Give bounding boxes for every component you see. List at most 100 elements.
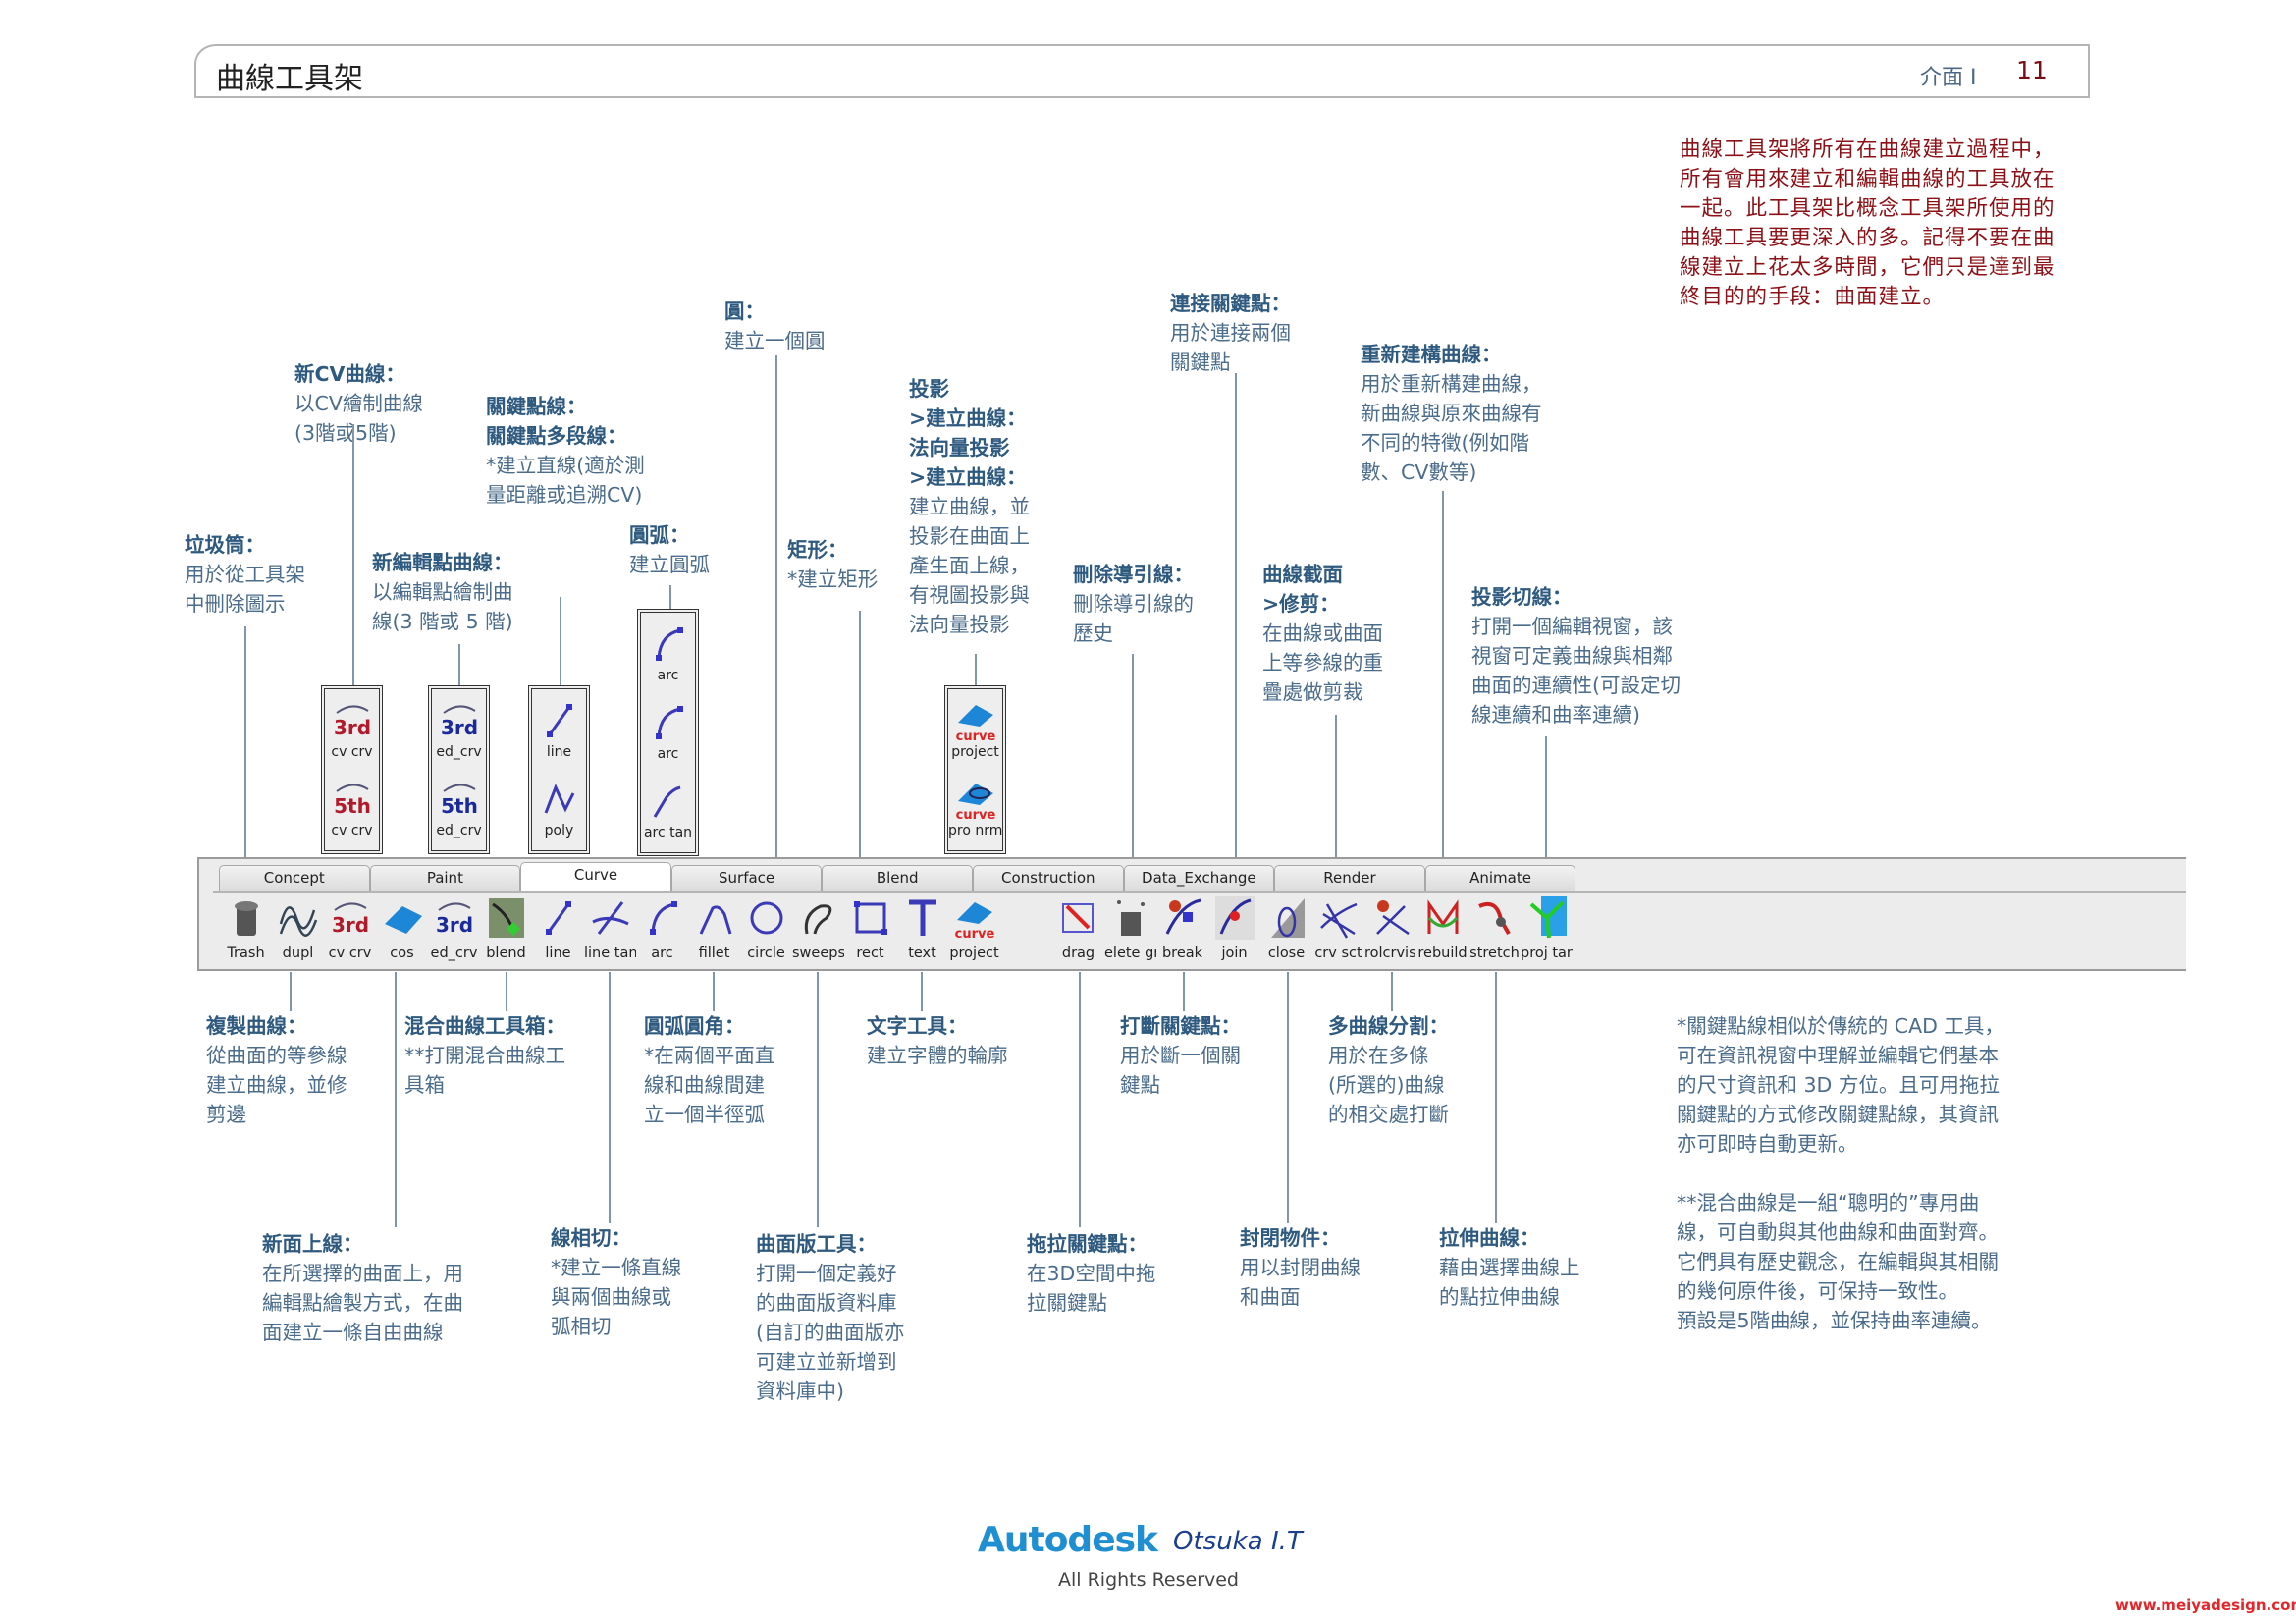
leader-line (1442, 491, 1444, 901)
tool-rebuild[interactable]: rebuild (1416, 894, 1468, 961)
ed-3rd-icon: 3rd (440, 705, 478, 739)
tab-blend[interactable]: Blend (822, 865, 973, 891)
tool-elete-gr[interactable]: elete gr (1104, 894, 1156, 961)
tool-break[interactable]: break (1156, 894, 1208, 961)
annotation-heading: 多曲線分割： (1328, 1014, 1449, 1038)
tool-line-tan[interactable]: line tan (584, 894, 636, 961)
tool-join[interactable]: join (1208, 894, 1260, 961)
tool-blend[interactable]: blend (480, 894, 532, 961)
tool-circle[interactable]: circle (740, 894, 792, 961)
leader-line (1335, 715, 1337, 908)
leader-line (1495, 972, 1497, 1223)
tool-label: arc (651, 946, 673, 961)
annotation-crvsect: 曲線截面 >修剪： 在曲線或曲面 上等參線的重 疊處做剪裁 (1262, 560, 1383, 707)
tool-drag[interactable]: drag (1052, 894, 1104, 961)
leader-line (1079, 972, 1081, 1227)
edit-point-curve-icon: 3rd (435, 902, 473, 937)
page-title: 曲線工具架 (216, 62, 363, 96)
annotation-keypt: 關鍵點線： 關鍵點多段線：*建立直線(適於測 量距離或追溯CV) (486, 392, 645, 510)
tool-proj-tan[interactable]: proj tan (1521, 894, 1573, 961)
annotation-close: 封閉物件：用以封閉曲線 和曲面 (1240, 1223, 1361, 1312)
tool-label: dupl (282, 946, 314, 961)
tool-label: line (545, 946, 571, 961)
annotation-linetan: 線相切：*建立一條直線 與兩個曲線或 弧相切 (551, 1223, 681, 1341)
annotation-body: 打開一個定義好 的曲面版資料庫 (自訂的曲面版亦 可建立並新增到 資料庫中) (756, 1262, 905, 1403)
tool-cos[interactable]: cos (376, 894, 428, 961)
annotation-heading: 曲面版工具： (756, 1232, 877, 1256)
tool-label: break (1161, 946, 1203, 961)
tool-text[interactable]: text (896, 894, 948, 961)
tool-ed-crv[interactable]: 3rd ed_crv (428, 894, 480, 961)
tool-label: ed_crv (430, 946, 478, 961)
arc-icon (649, 901, 677, 935)
tab-animate[interactable]: Animate (1424, 865, 1576, 891)
leader-line (713, 972, 715, 1011)
tool-rect[interactable]: rect (844, 894, 896, 961)
tab-surface[interactable]: Surface (670, 865, 823, 891)
annotation-heading: 垃圾筒： (185, 533, 265, 557)
tool-label: line tan (584, 946, 636, 961)
tab-concept[interactable]: Concept (219, 865, 370, 891)
svg-text:5th: 5th (334, 794, 371, 818)
annotation-body: 建立一個圓 (724, 329, 826, 352)
website-url[interactable]: www.meiyadesign.com (2115, 1596, 2296, 1614)
palette-item-label: cv crv (331, 744, 373, 760)
palette-item-line[interactable]: line (532, 697, 586, 772)
annotation-circle: 圓：建立一個圓 (724, 297, 826, 355)
annotation-project: 投影 >建立曲線： 法向量投影 >建立曲線：建立曲線，並 投影在曲面上 產生面上… (909, 374, 1030, 639)
annotation-body: 用於從工具架 中刪除圖示 (185, 563, 305, 616)
tab-divider (213, 891, 2186, 893)
annotation-heading: 線相切： (551, 1226, 631, 1250)
tool-rolcrvise[interactable]: rolcrvise (1364, 894, 1416, 961)
leader-line (1545, 736, 1547, 901)
tool-label: text (908, 946, 936, 961)
tab-curve[interactable]: Curve (520, 862, 671, 892)
annotation-body: 建立字體的輪廓 (867, 1044, 1008, 1067)
rebuild-icon (1427, 899, 1458, 934)
tab-construction[interactable]: Construction (972, 865, 1124, 891)
annotation-heading: 矩形： (787, 538, 848, 562)
tool-sweeps[interactable]: sweeps (792, 894, 844, 961)
palette-item-poly[interactable]: poly (532, 776, 586, 850)
polyline-icon (544, 784, 574, 814)
annotation-fillet: 圓弧圓角：*在兩個平面直 線和曲線間建 立一個半徑弧 (644, 1011, 774, 1129)
delete-guide-icon (1116, 900, 1145, 936)
tool-close[interactable]: close (1260, 894, 1312, 961)
annotation-heading: 新編輯點曲線： (372, 551, 513, 574)
tool-stretch[interactable]: stretch (1468, 894, 1521, 961)
palette-item-arc[interactable]: arc (641, 621, 695, 695)
curve-on-surface-icon (384, 906, 422, 934)
tool-trash[interactable]: Trash (220, 894, 272, 961)
tool-crv-sct[interactable]: crv sct (1312, 894, 1364, 961)
tool-line[interactable]: line (532, 894, 584, 961)
leader-line (1391, 972, 1393, 1011)
leader-line (775, 355, 777, 898)
tab-data_exchange[interactable]: Data_Exchange (1123, 865, 1275, 891)
palette-item-arc[interactable]: arc (641, 699, 695, 774)
arc-tangent-icon (653, 785, 680, 818)
ed-5th-icon: 5th (441, 784, 477, 818)
annotation-text: 文字工具：建立字體的輪廓 (867, 1011, 1008, 1070)
annotation-body: 用於斷一個關 鍵點 (1120, 1044, 1241, 1097)
tab-render[interactable]: Render (1274, 865, 1425, 891)
annotation-heading: 曲線截面 >修剪： (1262, 563, 1343, 616)
tool-fillet[interactable]: fillet (688, 894, 740, 961)
tool-arc[interactable]: arc (636, 894, 688, 961)
leader-line (244, 626, 246, 898)
rectangle-icon (853, 901, 887, 935)
tab-paint[interactable]: Paint (369, 865, 521, 891)
annotation-body: **打開混合曲線工 具箱 (404, 1044, 565, 1097)
annotation-body: *在兩個平面直 線和曲線間建 立一個半徑弧 (644, 1044, 775, 1126)
annotation-body: 在曲線或曲面 上等參線的重 疊處做剪裁 (1262, 622, 1383, 704)
palette-item-arc-tan[interactable]: arc tan (641, 778, 695, 852)
tool-dupl[interactable]: dupl (272, 894, 324, 961)
leader-line (669, 585, 671, 611)
